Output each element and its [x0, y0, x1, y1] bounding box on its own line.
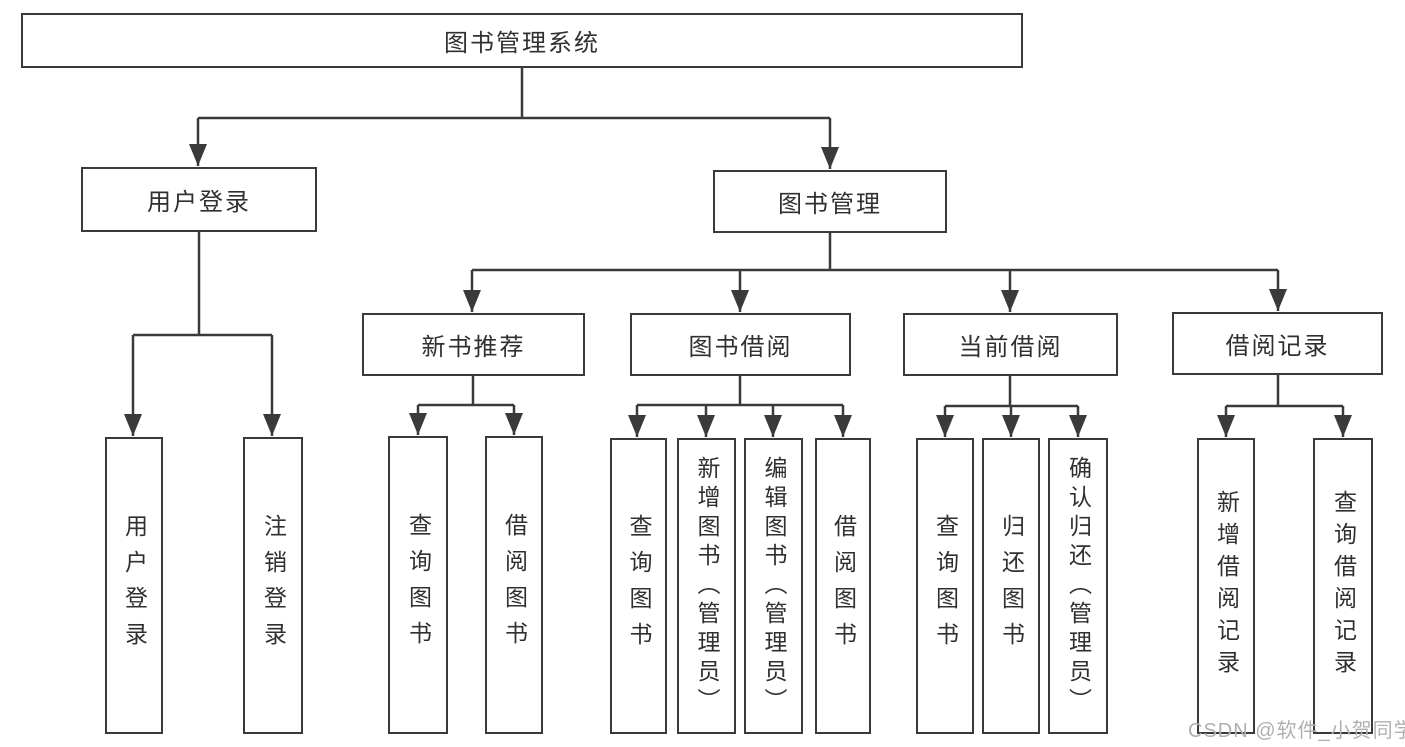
leaf-query-book-borrow: 查询图书 [610, 438, 667, 734]
leaf-query-book-recommend: 查询图书 [388, 436, 448, 734]
node-book-management: 图书管理 [713, 170, 947, 233]
leaf-edit-book-admin: 编辑图书（管理员） [744, 438, 803, 734]
csdn-watermark: CSDN @软件_小贺同学 [1188, 720, 1405, 742]
leaf-add-book-admin: 新增图书（管理员） [677, 438, 736, 734]
node-current-borrow: 当前借阅 [903, 313, 1118, 376]
leaf-user-login-label: 用户登录 [121, 513, 148, 658]
leaf-confirm-return-admin-label: 确认归还（管理员） [1065, 455, 1092, 717]
leaf-query-book-current: 查询图书 [916, 438, 974, 734]
leaf-query-borrow-record: 查询借阅记录 [1313, 438, 1373, 734]
leaf-query-book-recommend-label: 查询图书 [405, 513, 432, 657]
leaf-query-book-current-label: 查询图书 [932, 514, 959, 658]
node-user-login: 用户登录 [81, 167, 317, 232]
leaf-add-book-admin-label: 新增图书（管理员） [694, 455, 720, 717]
node-library-management-system: 图书管理系统 [21, 13, 1023, 68]
node-new-book-recommend: 新书推荐 [362, 313, 585, 376]
leaf-borrow-book-label: 借阅图书 [830, 514, 857, 658]
leaf-edit-book-admin-label: 编辑图书（管理员） [761, 455, 787, 717]
leaf-query-borrow-record-label: 查询借阅记录 [1330, 490, 1357, 682]
leaf-logout: 注销登录 [243, 437, 303, 734]
leaf-user-login: 用户登录 [105, 437, 163, 734]
leaf-confirm-return-admin: 确认归还（管理员） [1048, 438, 1108, 734]
leaf-borrow-book-recommend-label: 借阅图书 [501, 513, 528, 657]
leaf-logout-label: 注销登录 [260, 513, 287, 658]
leaf-return-book: 归还图书 [982, 438, 1040, 734]
node-book-borrow: 图书借阅 [630, 313, 851, 376]
node-borrow-records: 借阅记录 [1172, 312, 1383, 375]
leaf-borrow-book: 借阅图书 [815, 438, 871, 734]
leaf-borrow-book-recommend: 借阅图书 [485, 436, 543, 734]
leaf-return-book-label: 归还图书 [998, 514, 1025, 658]
leaf-query-book-borrow-label: 查询图书 [626, 514, 652, 658]
leaf-add-borrow-record-label: 新增借阅记录 [1213, 490, 1240, 682]
leaf-add-borrow-record: 新增借阅记录 [1197, 438, 1255, 734]
